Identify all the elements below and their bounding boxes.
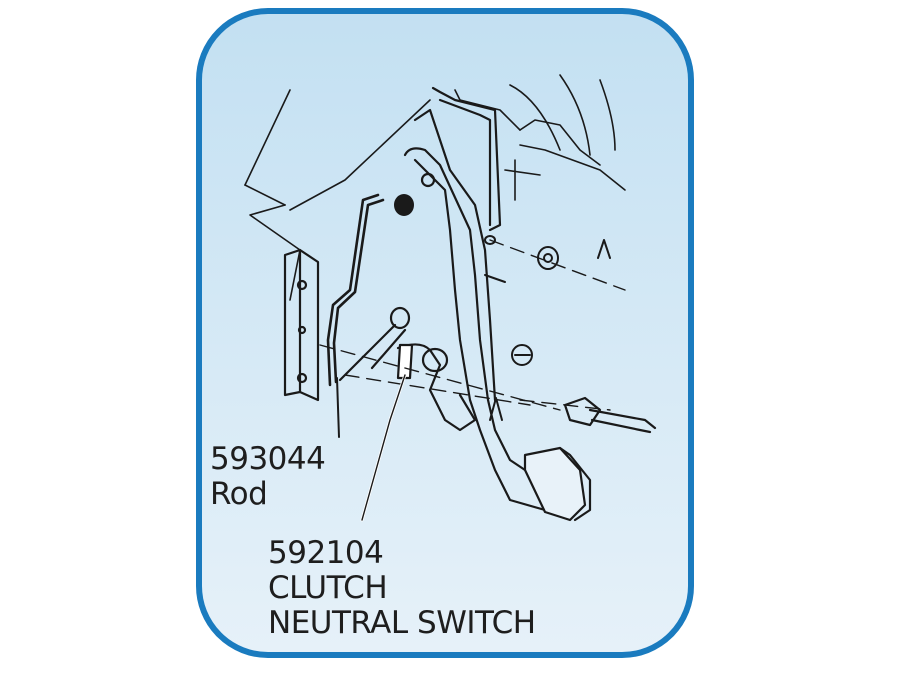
rod-593044 <box>326 193 385 387</box>
assembly-axis-lines <box>319 239 626 411</box>
rod-part-name: Rod <box>210 476 268 512</box>
pedal-support-bracket <box>413 86 502 402</box>
bushings <box>394 194 559 366</box>
switch-part-number: 592104 <box>268 535 384 571</box>
callout-leader-lines <box>336 373 407 522</box>
callout-clutch-neutral-switch: 592104 CLUTCH NEUTRAL SWITCH <box>268 536 536 641</box>
switch-part-name-line2: NEUTRAL SWITCH <box>268 605 536 641</box>
firewall-outline <box>244 74 626 301</box>
mounting-bracket <box>283 248 320 402</box>
rod-part-number: 593044 <box>210 441 326 477</box>
callout-rod: 593044 Rod <box>210 441 326 512</box>
clips <box>489 239 611 421</box>
pedal-arm <box>403 147 592 522</box>
electrical-connector <box>563 396 657 434</box>
switch-part-name-line1: CLUTCH <box>268 570 388 606</box>
